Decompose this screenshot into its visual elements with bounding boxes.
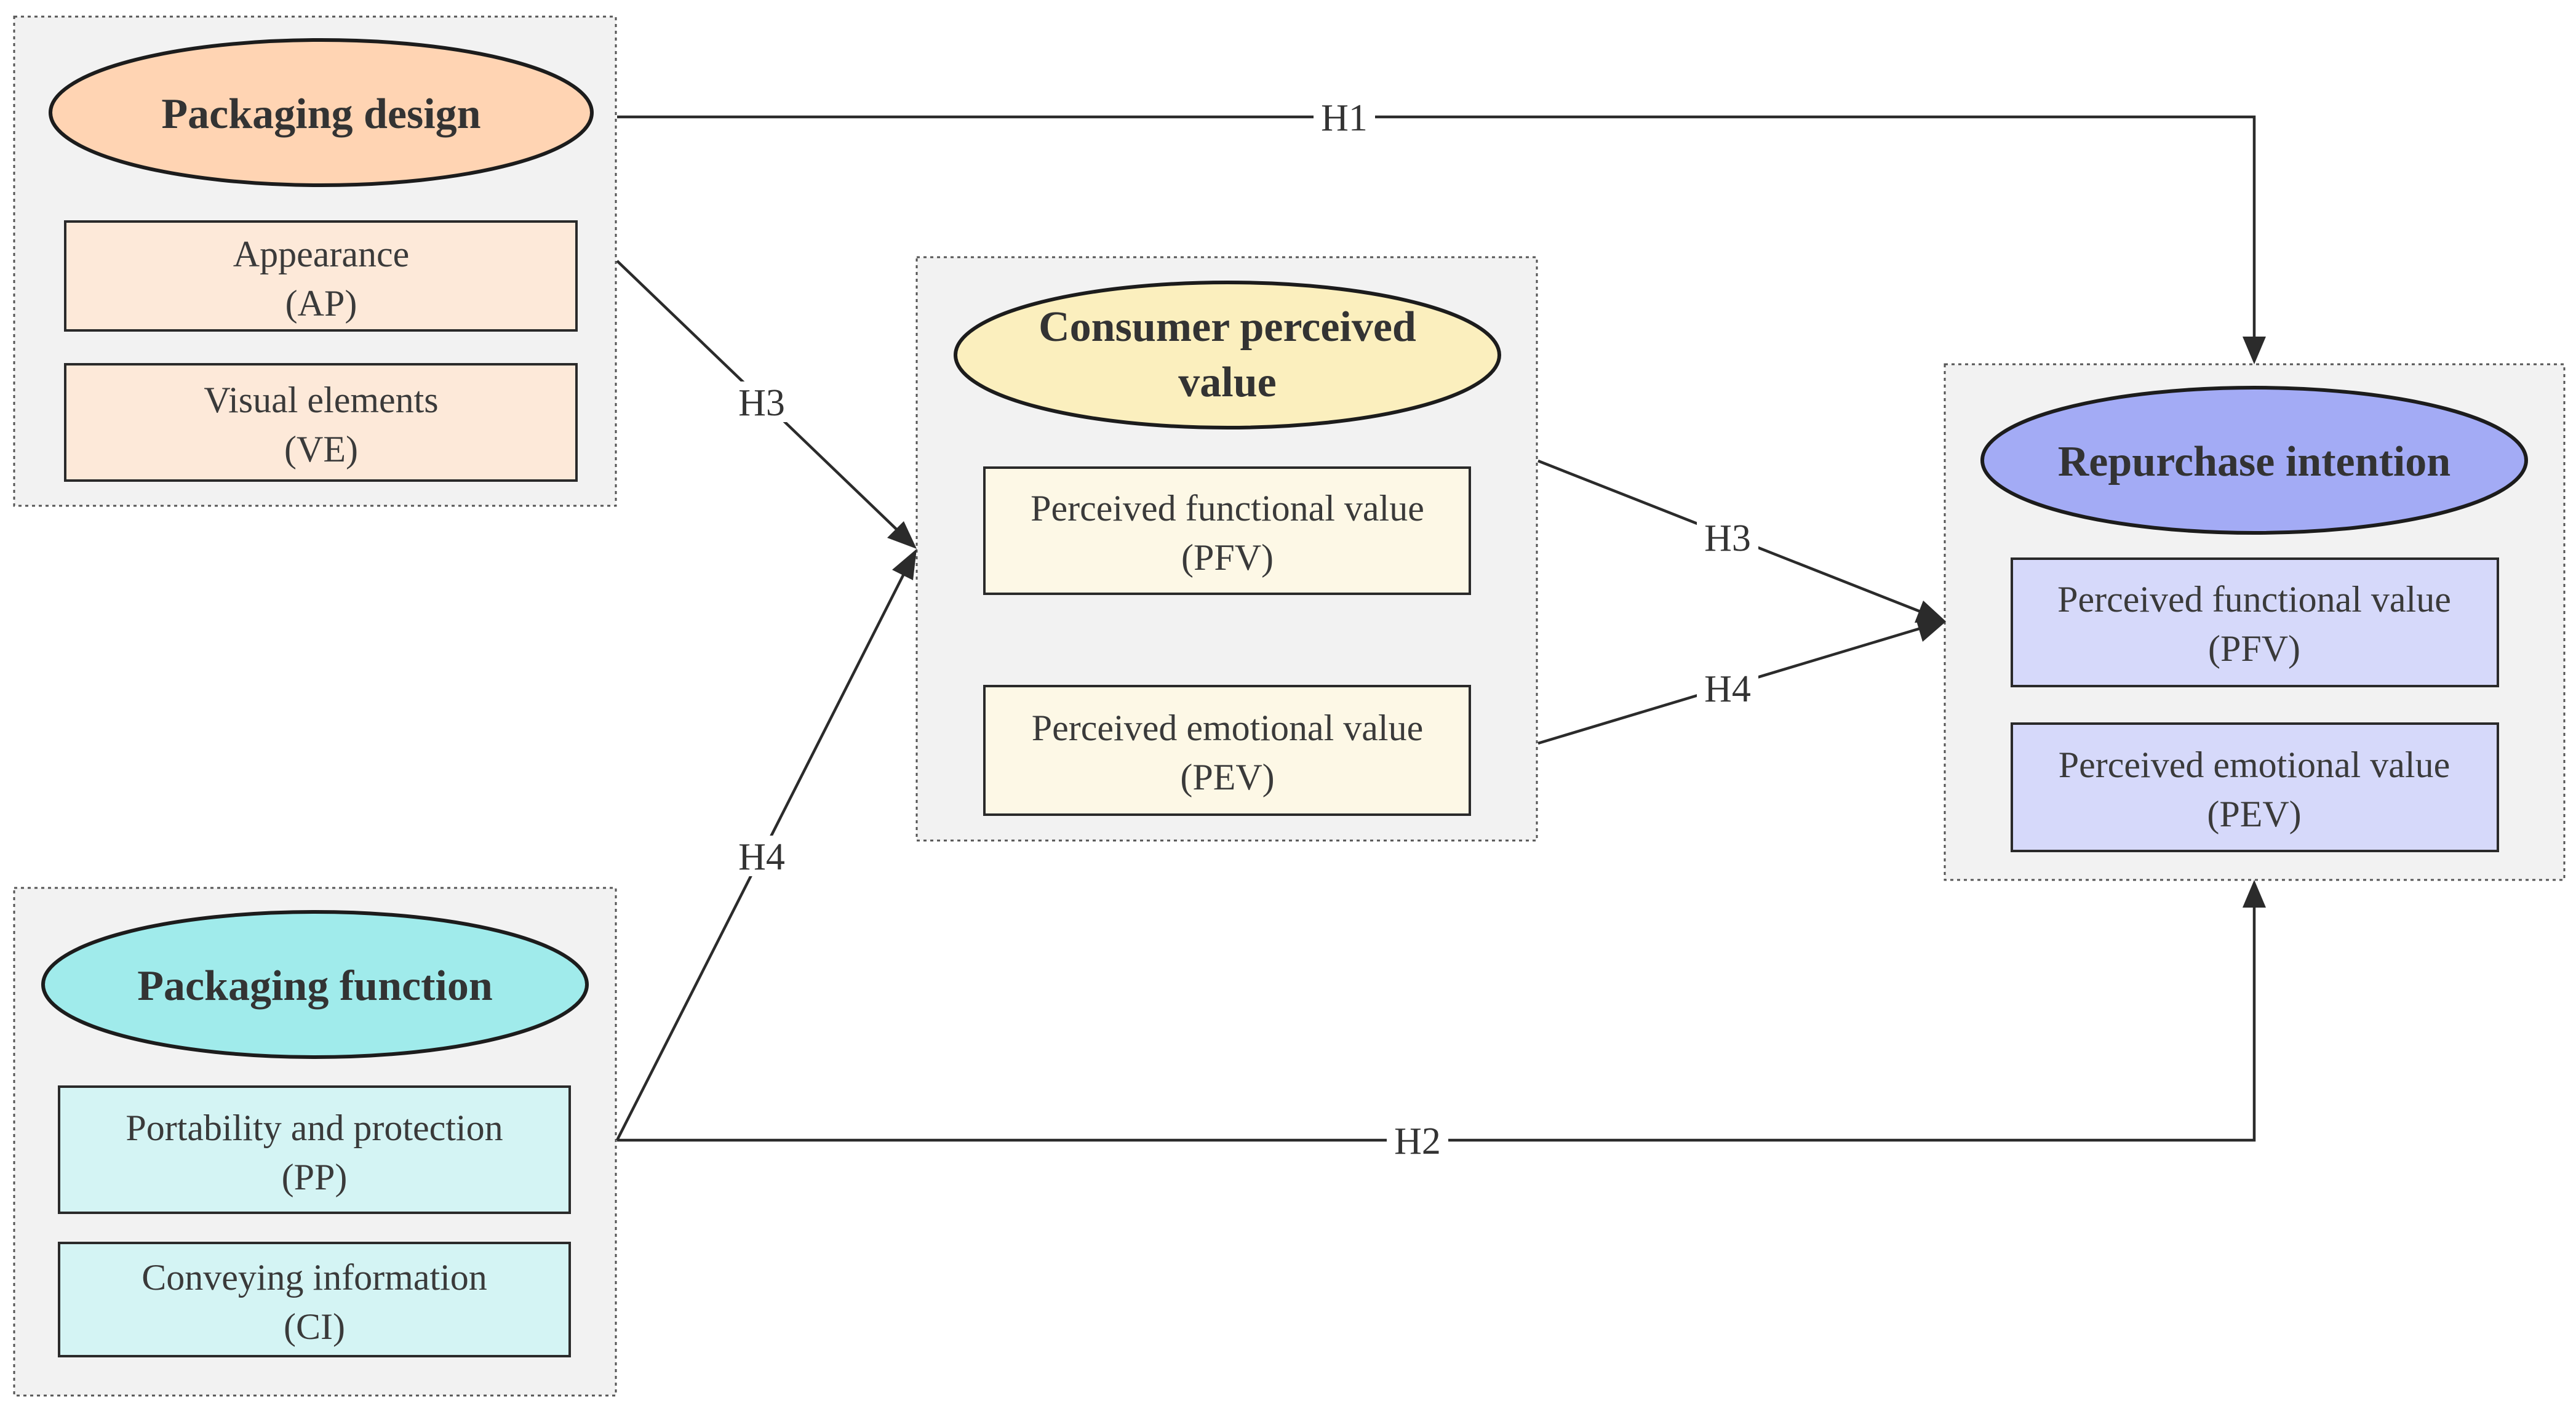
packaging-function-title: Packaging function xyxy=(137,962,493,1010)
packaging-design-group: Packaging design Appearance (AP) Visual … xyxy=(13,15,617,507)
packaging-design-title: Packaging design xyxy=(161,90,481,138)
edge-h2-label-bg xyxy=(1387,1120,1448,1160)
edge-h3-right-arrowhead xyxy=(1915,601,1946,623)
ri-functional-value-box xyxy=(2011,557,2499,687)
visual-elements-label: Visual elements xyxy=(204,380,438,420)
ri-emotional-value-label: Perceived emotional value xyxy=(2059,745,2450,785)
packaging-function-group: Packaging function Portability and prote… xyxy=(13,887,617,1397)
edge-h4-right-label-bg xyxy=(1697,668,1758,708)
edge-h3-left-label-bg xyxy=(731,381,792,422)
appearance-box xyxy=(64,220,578,332)
edge-h1: H1 xyxy=(617,97,2266,364)
edge-h4-left-label: H4 xyxy=(738,836,785,878)
edge-h3-left: H3 xyxy=(616,260,917,549)
repurchase-intention-title: Repurchase intention xyxy=(2058,438,2450,485)
edge-h3-left-arrowhead xyxy=(887,521,917,549)
edge-h4-right-label: H4 xyxy=(1704,668,1751,710)
edge-h2: H2 xyxy=(617,880,2266,1162)
edge-h3-left-label: H3 xyxy=(738,382,785,424)
edge-h1-arrowhead xyxy=(2243,337,2266,364)
portability-protection-abbrev: (PP) xyxy=(282,1157,348,1197)
portability-protection-box xyxy=(58,1085,571,1214)
edge-h2-line xyxy=(617,906,2256,1142)
edge-h4-left-label-bg xyxy=(731,836,792,876)
edge-h1-label: H1 xyxy=(1321,97,1368,139)
cpv-emotional-value-label: Perceived emotional value xyxy=(1032,708,1423,748)
consumer-perceived-value-group: Consumer perceived value Perceived funct… xyxy=(915,256,1538,842)
cpv-emotional-value-box xyxy=(983,685,1471,816)
conveying-information-box xyxy=(58,1242,571,1357)
edge-h3-right-label: H3 xyxy=(1704,517,1751,559)
ri-emotional-value-box xyxy=(2011,722,2499,852)
ri-functional-value-label: Perceived functional value xyxy=(2057,579,2451,620)
repurchase-intention-title-ellipse xyxy=(1980,386,2528,535)
appearance-label: Appearance xyxy=(233,234,409,274)
visual-elements-box xyxy=(64,363,578,482)
edge-h2-label: H2 xyxy=(1394,1120,1441,1162)
cpv-emotional-value-abbrev: (PEV) xyxy=(1180,757,1274,797)
consumer-perceived-value-title-line1: Consumer perceived xyxy=(1039,303,1416,351)
edge-h4-right-arrowhead xyxy=(1916,619,1946,642)
cpv-functional-value-label: Perceived functional value xyxy=(1031,488,1424,529)
edge-h1-line xyxy=(617,115,2256,338)
appearance-abbrev: (AP) xyxy=(285,283,357,324)
edge-h3-right-label-bg xyxy=(1697,517,1758,557)
repurchase-intention-group: Repurchase intention Perceived functiona… xyxy=(1944,363,2566,881)
cpv-functional-value-box xyxy=(983,466,1471,595)
portability-protection-label: Portability and protection xyxy=(126,1108,503,1148)
consumer-perceived-value-title-line2: value xyxy=(1178,359,1276,406)
conveying-information-abbrev: (CI) xyxy=(284,1306,345,1347)
edge-h4-left: H4 xyxy=(615,549,917,1141)
cpv-functional-value-abbrev: (PFV) xyxy=(1181,537,1274,578)
edge-h2-arrowhead xyxy=(2243,880,2266,908)
packaging-design-title-ellipse xyxy=(49,38,594,187)
edge-h4-left-arrowhead xyxy=(892,549,917,580)
visual-elements-abbrev: (VE) xyxy=(284,429,358,469)
edge-h1-label-bg xyxy=(1314,97,1375,137)
ri-functional-value-abbrev: (PFV) xyxy=(2208,628,2300,669)
consumer-perceived-value-title-ellipse xyxy=(954,281,1501,429)
packaging-function-title-ellipse xyxy=(41,910,589,1059)
conveying-information-label: Conveying information xyxy=(142,1257,487,1298)
edge-h4-right: H4 xyxy=(1537,619,1946,745)
ri-emotional-value-abbrev: (PEV) xyxy=(2207,794,2301,834)
edge-h3-right: H3 xyxy=(1537,459,1946,623)
